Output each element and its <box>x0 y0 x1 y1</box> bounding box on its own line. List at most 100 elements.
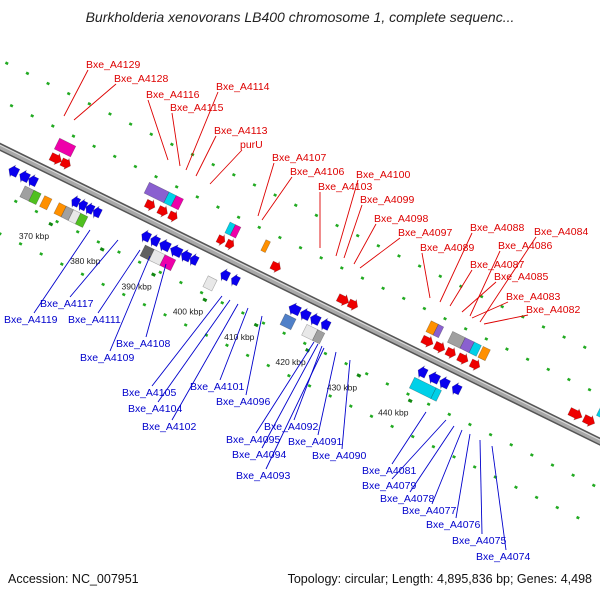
minor-tick <box>50 124 55 128</box>
reverse-gene-arrow <box>189 252 200 267</box>
reverse-gene-label: Bxe_A4105 <box>122 387 176 399</box>
tick-label: 410 kbp <box>224 332 255 342</box>
accession-text: Accession: NC_007951 <box>8 572 139 586</box>
forward-leader-line <box>209 149 243 185</box>
cog-box <box>260 239 271 254</box>
forward-leader-line <box>257 162 275 217</box>
forward-gene-arrow <box>269 260 281 274</box>
reverse-leader-line <box>265 347 325 470</box>
forward-leader-line <box>479 236 537 323</box>
tick-label: 400 kbp <box>173 307 204 317</box>
reverse-leader-line <box>171 303 239 421</box>
minor-tick <box>360 276 365 280</box>
forward-gene-label: Bxe_A4128 <box>114 73 168 85</box>
minor-tick <box>335 223 339 228</box>
reverse-leader-line <box>151 295 223 387</box>
minor-tick <box>397 254 401 258</box>
minor-tick <box>339 266 344 270</box>
minor-tick <box>80 272 85 277</box>
minor-tick <box>142 302 147 307</box>
minor-tick <box>447 412 452 417</box>
reverse-gene-label: Bxe_A4074 <box>476 551 530 563</box>
tick-label: 430 kbp <box>327 382 358 392</box>
minor-tick <box>96 240 101 244</box>
forward-leader-line <box>63 69 89 117</box>
minor-tick <box>431 444 436 449</box>
reverse-gene-label: Bxe_A4081 <box>362 465 416 477</box>
minor-tick <box>505 347 509 351</box>
major-tick <box>202 297 208 303</box>
reverse-gene-arrow <box>180 249 193 263</box>
reverse-leader-line <box>391 419 447 480</box>
minor-tick <box>154 174 158 179</box>
reverse-gene-arrow <box>159 238 172 253</box>
forward-leader-line <box>421 252 431 299</box>
minor-tick <box>472 465 477 469</box>
forward-gene-arrow <box>346 298 359 312</box>
minor-tick <box>355 233 360 238</box>
forward-gene-arrow <box>444 346 456 360</box>
forward-leader-line <box>171 112 181 167</box>
forward-leader-line <box>461 281 497 313</box>
cog-box <box>279 313 297 331</box>
minor-tick <box>231 172 236 177</box>
reverse-gene-arrow <box>288 302 302 317</box>
minor-tick <box>252 183 257 187</box>
minor-tick <box>236 215 241 220</box>
minor-tick <box>529 453 534 457</box>
reverse-gene-arrow <box>71 195 82 208</box>
minor-tick <box>34 209 39 214</box>
forward-gene-label: Bxe_A4085 <box>494 271 548 283</box>
minor-tick <box>286 373 291 378</box>
minor-tick <box>582 345 587 350</box>
minor-tick <box>452 454 456 459</box>
forward-gene-label: Bxe_A4083 <box>506 291 560 303</box>
reverse-gene-label: Bxe_A4078 <box>380 493 434 505</box>
minor-tick <box>302 341 307 346</box>
major-tick <box>48 221 54 227</box>
minor-tick <box>401 296 406 301</box>
minor-tick <box>4 61 9 66</box>
reverse-leader-line <box>391 411 427 465</box>
minor-tick <box>55 219 59 224</box>
reverse-gene-label: Bxe_A4119 <box>4 314 58 326</box>
minor-tick <box>381 286 386 291</box>
forward-gene-label: Bxe_A4116 <box>146 89 200 101</box>
reverse-leader-line <box>33 229 91 314</box>
cog-box <box>432 323 445 339</box>
forward-leader-line <box>353 223 377 265</box>
minor-tick <box>133 164 138 169</box>
minor-tick <box>575 515 580 520</box>
cog-box <box>159 254 177 272</box>
forward-leader-line <box>439 232 473 303</box>
cog-box <box>430 387 442 402</box>
forward-gene-arrow <box>59 157 71 170</box>
minor-tick <box>121 292 126 297</box>
minor-tick <box>30 114 35 118</box>
reverse-gene-label: Bxe_A4102 <box>142 421 196 433</box>
minor-tick <box>541 325 546 329</box>
reverse-gene-label: Bxe_A4096 <box>216 396 270 408</box>
minor-tick <box>410 434 415 439</box>
forward-gene-label: Bxe_A4099 <box>360 194 414 206</box>
forward-leader-line <box>449 269 473 307</box>
reverse-gene-label: Bxe_A4095 <box>226 434 280 446</box>
forward-leader-line <box>483 314 529 325</box>
tick-label: 380 kbp <box>70 256 101 266</box>
reverse-leader-line <box>293 345 323 421</box>
label-layer: Bxe_A4129Bxe_A4128Bxe_A4116Bxe_A4114Bxe_… <box>4 59 588 563</box>
forward-gene-arrow <box>581 414 596 427</box>
minor-tick <box>75 229 80 234</box>
minor-tick <box>438 274 443 279</box>
minor-tick <box>348 404 353 408</box>
forward-gene-arrow <box>143 198 156 212</box>
reverse-leader-line <box>145 263 167 338</box>
backbone-highlight <box>0 144 600 441</box>
minor-tick <box>225 343 229 348</box>
reverse-gene-label: Bxe_A4075 <box>452 535 506 547</box>
minor-tick <box>488 432 493 437</box>
reverse-gene-arrow <box>320 317 332 332</box>
forward-gene-arrow <box>468 358 481 372</box>
minor-tick <box>137 260 142 265</box>
